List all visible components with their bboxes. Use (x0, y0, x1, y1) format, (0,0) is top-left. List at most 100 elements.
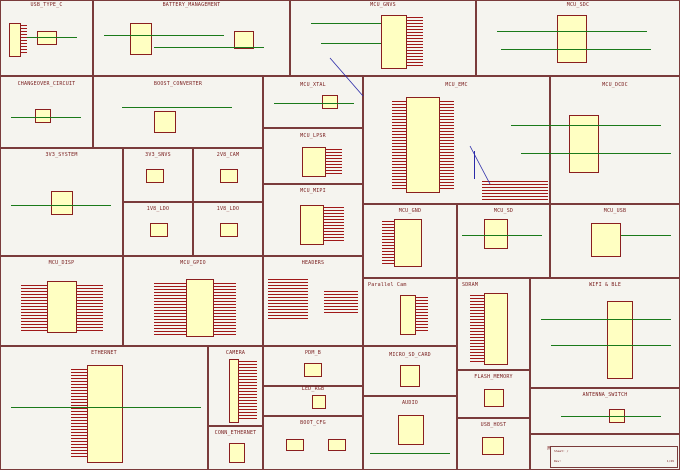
block-title: ANTENNA_SWITCH (582, 392, 628, 398)
usb-host-port (482, 437, 504, 455)
block-mcu-sd: MCU_SD (457, 204, 550, 278)
wire (11, 117, 81, 118)
wire (154, 47, 264, 48)
bus (474, 151, 475, 179)
block-mcu-sdc: MCU_SDC (476, 0, 680, 76)
block-mcu-lpsr: MCU_LPSR (263, 128, 363, 184)
sd-socket (400, 365, 420, 387)
block-title: MCU_DCDC (602, 82, 628, 88)
dip-switch (286, 439, 304, 451)
rev-label: Rev: (554, 459, 562, 463)
block-title: MCU_USB (603, 208, 627, 214)
block-title: 1V8_LDO (146, 206, 170, 212)
block-title: MICRO_SD_CARD (389, 352, 431, 358)
wire (122, 107, 232, 108)
wire (27, 37, 77, 38)
block-title: MCU_LPSR (300, 133, 326, 139)
mcu-sdc-section (557, 15, 587, 63)
block-title: MCU_SD (493, 208, 514, 214)
regulator-ic (51, 191, 73, 215)
boost-ic (154, 111, 176, 133)
mcu-usb-section (591, 223, 621, 257)
block-title: WIFI & BLE (588, 282, 622, 288)
block-title: CONN_ETHERNET (214, 430, 257, 436)
block-conn-ethernet: CONN_ETHERNET (208, 426, 263, 470)
pin-labels (77, 285, 103, 331)
block-antenna-switch: ANTENNA_SWITCH (530, 388, 680, 434)
pin-labels (71, 369, 87, 459)
block-title: MCU_GPIO (180, 260, 206, 266)
block-3v3-snvs: 3V3_SNVS (123, 148, 193, 202)
pin-labels (214, 283, 236, 335)
wire (511, 125, 661, 126)
block-pdm-b: PDM_B (263, 346, 363, 386)
fuel-gauge-ic (234, 31, 254, 49)
mcu-dcdc-section (569, 115, 599, 173)
pin-labels (326, 149, 342, 175)
wire (321, 43, 381, 44)
block-mcu-usb: MCU_USB (550, 204, 680, 278)
wire (521, 153, 671, 154)
block-mcu-gnvs: MCU_GNVS (290, 0, 476, 76)
header-pins (268, 279, 308, 319)
block-2v8-cam: 2V8_CAM (193, 148, 263, 202)
ldo (146, 169, 164, 183)
block-title: BATTERY_MANAGEMENT (162, 2, 221, 8)
block-title: USB_TYPE_C (30, 2, 63, 8)
block-title: 2V8_CAM (216, 152, 240, 158)
block-wifi-ble: WIFI & BLE (530, 278, 680, 388)
block-mcu-dcdc: MCU_DCDC (511, 76, 680, 204)
mic (304, 363, 322, 377)
block-title: MCU_XTAL (300, 82, 326, 88)
block-title: MCU_GNVS (370, 2, 396, 8)
esd-chip (37, 31, 57, 45)
block-micro-sd-card: MICRO_SD_CARD (363, 346, 457, 396)
block-title: HEADERS (301, 260, 325, 266)
pin-labels (407, 17, 423, 67)
block-title: CAMERA (225, 350, 246, 356)
rj45 (229, 443, 245, 463)
block-audio: AUDIO (363, 396, 457, 470)
pin-labels (239, 361, 257, 421)
block-boost-converter: BOOST_CONVERTER (93, 76, 263, 148)
mcu-lpsr-section (302, 147, 326, 177)
mcu-disp-section (47, 281, 77, 333)
wire (104, 35, 224, 36)
block-title: MCU_EMC (445, 82, 468, 88)
block-1v8-ldo-2: 1V8_LDO (193, 202, 263, 256)
mcu-gpio-section (186, 279, 214, 337)
cam-connector (400, 295, 416, 335)
wire (561, 416, 661, 417)
pin-labels (154, 283, 186, 335)
wire (11, 205, 111, 206)
crystal (322, 95, 338, 109)
block-usb-host: USB_HOST (457, 418, 530, 470)
wire (497, 31, 647, 32)
ldo (220, 169, 238, 183)
block-title: ETHERNET (91, 350, 117, 356)
block-flash-memory: FLASH_MEMORY (457, 370, 530, 418)
pin-labels (440, 101, 454, 189)
title-block: Sheet: / Rev: 1/29 (550, 446, 678, 468)
charger-ic (130, 23, 152, 55)
block-changeover-circuit: CHANGEOVER_CIRCUIT (0, 76, 93, 148)
wifi-module (607, 301, 633, 379)
block-battery-management: BATTERY_MANAGEMENT (93, 0, 290, 76)
wire (621, 235, 671, 236)
pin-labels (416, 297, 428, 333)
block-ethernet: ETHERNET (0, 346, 208, 470)
pin-labels (21, 285, 47, 331)
net-list (482, 181, 548, 201)
block-led-rgb: LED_RGB (263, 386, 363, 416)
block-title: PDM_B (304, 350, 322, 356)
wire (274, 103, 354, 104)
block-sdram: SDRAM (457, 278, 530, 370)
wire (311, 23, 381, 24)
block-3v3-system: 3V3_SYSTEM (0, 148, 123, 256)
block-mcu-disp: MCU_DISP (0, 256, 123, 346)
pin-labels (324, 207, 344, 243)
block-camera: CAMERA (208, 346, 263, 426)
block-title: BOOT_CFG (300, 420, 326, 426)
block-title: 3V3_SNVS (145, 152, 171, 158)
block-1v8-ldo: 1V8_LDO (123, 202, 193, 256)
